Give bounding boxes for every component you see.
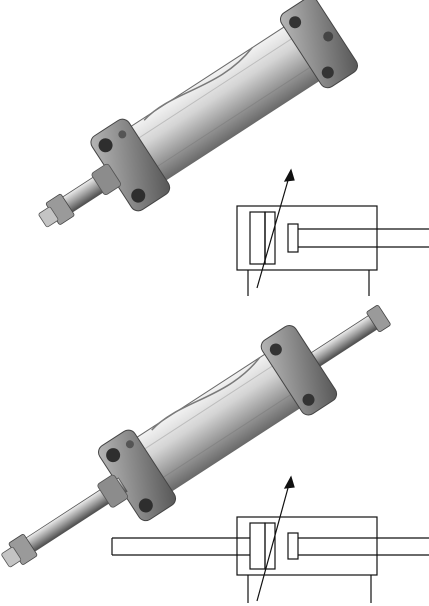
single-rod-cylinder-figure [38,0,429,296]
pneumatic-cylinder-double-rod-photo-icon [1,305,391,568]
pneumatic-cylinder-photo-icon [38,0,359,228]
double-rod-cylinder-symbol-icon [111,475,429,603]
double-rod-cylinder-panel [0,303,429,606]
single-rod-cylinder-panel [38,0,429,296]
cylinder-symbol-icon [236,168,429,296]
double-rod-cylinder-figure [1,305,429,603]
